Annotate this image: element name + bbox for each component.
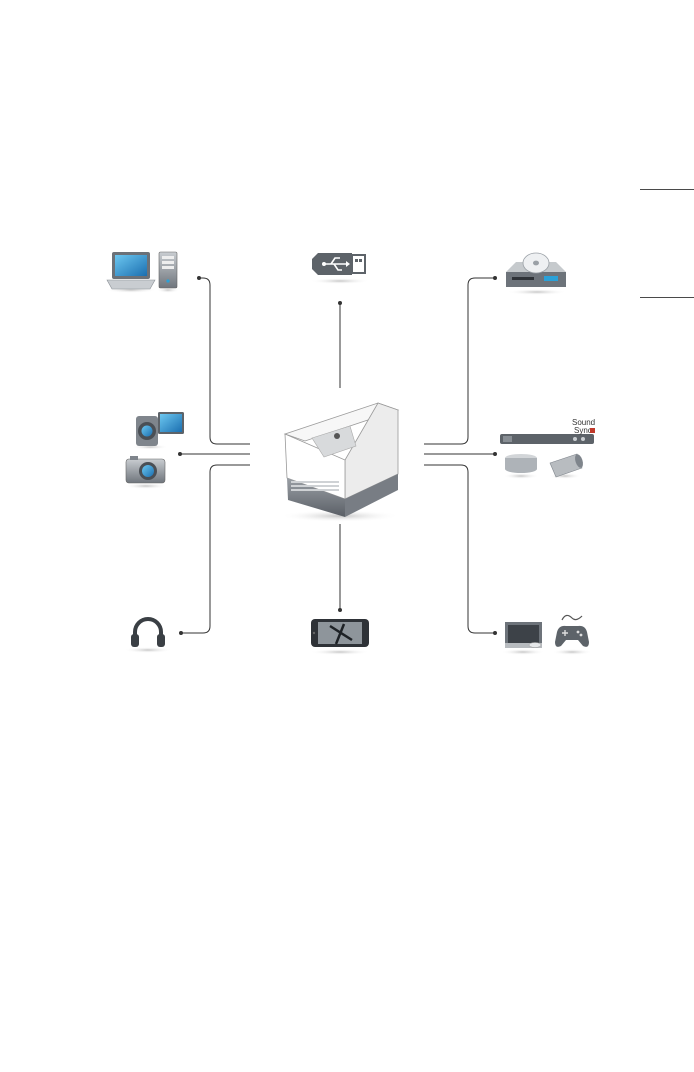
digital-camera-icon (124, 456, 168, 489)
sound-sync-label-line2: Sync (574, 426, 592, 435)
speaker-icon (503, 453, 584, 479)
line-disc-player-dot (493, 276, 497, 280)
projector-icon (280, 403, 400, 522)
line-audio (182, 465, 250, 633)
set-top-box-icon (501, 622, 545, 655)
game-controller-icon (552, 615, 592, 655)
line-usb-dot (338, 301, 342, 305)
line-gaming-dot (493, 631, 497, 635)
line-sound-dot (493, 452, 497, 456)
headphones-icon (124, 619, 172, 653)
line-pc-dot (197, 276, 201, 280)
laptop-icon (105, 252, 157, 293)
desktop-tower-icon (157, 252, 179, 293)
camcorder-icon (132, 412, 184, 450)
line-pc (200, 278, 250, 444)
connection-lines (178, 276, 497, 635)
line-disc-player (424, 278, 494, 444)
line-gaming (424, 465, 494, 633)
line-audio-dot (179, 631, 183, 635)
usb-drive-icon (310, 253, 370, 284)
line-mobile-dot (338, 608, 342, 612)
dvd-player-icon (506, 253, 567, 295)
sound-sync-badge-icon (590, 428, 595, 433)
smartphone-icon (310, 619, 370, 655)
line-camera-dot (178, 452, 182, 456)
soundbar-icon: Sound Sync (500, 418, 595, 444)
